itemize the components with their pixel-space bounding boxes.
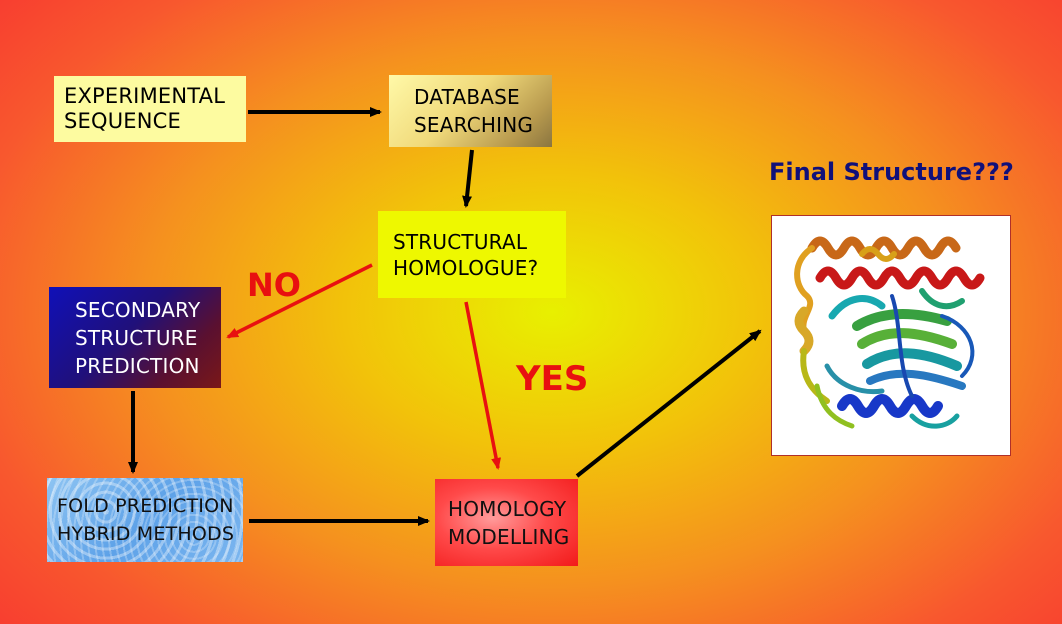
node-label-line: STRUCTURAL: [393, 229, 528, 254]
node-label-line: HOMOLOGY: [448, 496, 567, 521]
final-structure-title: Final Structure???: [769, 158, 1014, 186]
branch-label-no: NO: [247, 266, 301, 304]
node-label-line: SEQUENCE: [64, 109, 182, 133]
node-label-line: DATABASE: [414, 85, 520, 109]
node-label-line: SECONDARY: [75, 297, 201, 322]
arrow-database-to-homologue: [462, 149, 474, 208]
node-label-line: HOMOLOGUE?: [393, 255, 539, 280]
protein-ribbon-icon: [794, 236, 985, 429]
protein-structure-image: [771, 215, 1011, 456]
arrow-yes-to-homology: [464, 301, 502, 470]
node-label-line: STRUCTURE: [75, 325, 198, 350]
node-homology-modelling: HOMOLOGY MODELLING: [435, 479, 578, 566]
arrow-no-to-secondary: [226, 263, 373, 339]
node-label-line: PREDICTION: [75, 353, 200, 378]
node-structural-homologue: STRUCTURAL HOMOLOGUE?: [378, 211, 566, 298]
node-fold-prediction: FOLD PREDICTION HYBRID METHODS: [47, 478, 243, 562]
node-label-line: EXPERIMENTAL: [64, 84, 226, 108]
arrow-homology-to-final: [575, 329, 762, 478]
node-label-line: MODELLING: [448, 524, 570, 549]
node-database-searching: DATABASE SEARCHING: [389, 75, 552, 147]
node-experimental-sequence: EXPERIMENTAL SEQUENCE: [54, 76, 246, 142]
branch-label-yes: YES: [516, 359, 589, 399]
node-secondary-structure-prediction: SECONDARY STRUCTURE PREDICTION: [49, 287, 221, 388]
node-label-line: HYBRID METHODS: [57, 523, 235, 545]
node-label-line: SEARCHING: [414, 113, 534, 137]
node-label-line: FOLD PREDICTION: [57, 495, 234, 517]
